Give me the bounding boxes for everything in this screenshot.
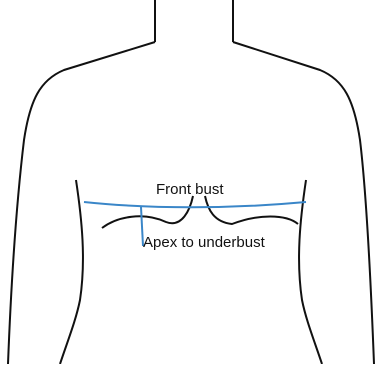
right-bust-curve (205, 196, 298, 224)
left-torso-side (60, 180, 83, 364)
front-bust-line (84, 202, 306, 207)
left-shoulder-arm-outline (8, 42, 155, 364)
right-torso-side (299, 180, 322, 364)
front-bust-label: Front bust (156, 182, 224, 197)
left-bust-curve (102, 196, 193, 228)
apex-to-underbust-label: Apex to underbust (143, 235, 265, 250)
